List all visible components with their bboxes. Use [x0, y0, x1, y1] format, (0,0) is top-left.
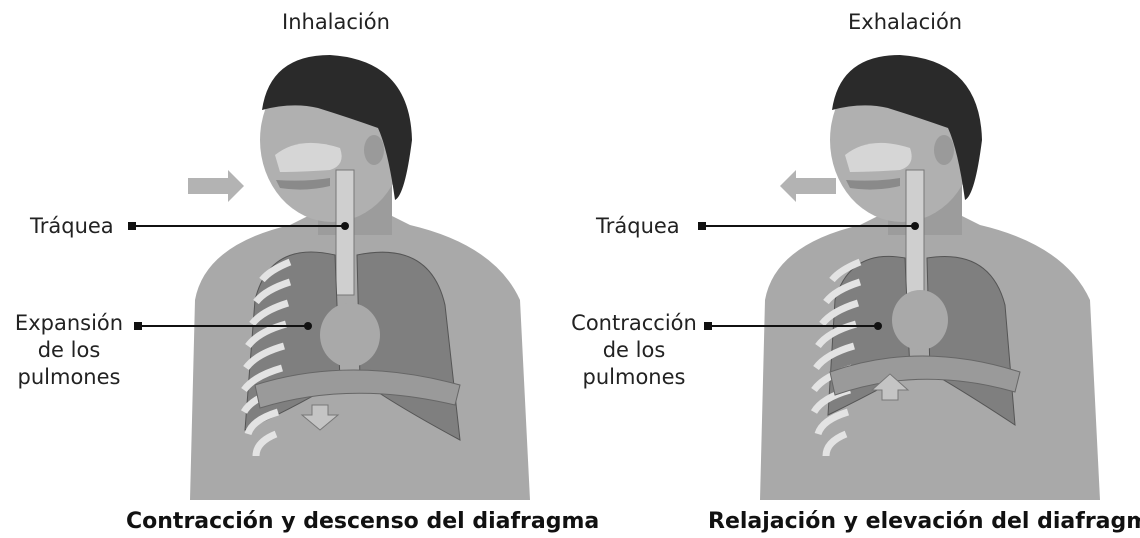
ear — [364, 135, 384, 165]
lungs-label-line3: pulmones — [570, 364, 698, 391]
panel-caption: Contracción y descenso del diafragma — [126, 509, 599, 534]
panel-title: Exhalación — [848, 10, 962, 34]
trachea-label: Tráquea — [30, 213, 114, 240]
lungs-label-line2: de los — [10, 337, 128, 364]
panel-title: Inhalación — [282, 10, 390, 34]
lungs-dot — [874, 322, 882, 330]
trachea — [906, 170, 924, 295]
heart — [892, 290, 948, 350]
trachea-label: Tráquea — [596, 213, 680, 240]
exhalation-illustration — [570, 0, 1140, 538]
heart — [320, 303, 380, 367]
trachea-dot — [341, 222, 349, 230]
panel-caption: Relajación y elevación del diafragma — [708, 509, 1140, 534]
trachea-marker — [128, 222, 136, 230]
lungs-label: Expansión de los pulmones — [10, 310, 128, 391]
airflow-arrow-in — [188, 170, 244, 202]
inhalation-panel: Inhalación Tráquea Expansión de los pulm… — [0, 0, 570, 538]
airflow-arrow-out — [780, 170, 836, 202]
exhalation-panel: Exhalación Tráquea Contracción de los pu… — [570, 0, 1140, 538]
trachea-dot — [911, 222, 919, 230]
trachea-marker — [698, 222, 706, 230]
lungs-label-line2: de los — [570, 337, 698, 364]
lungs-marker — [704, 322, 712, 330]
ear — [934, 135, 954, 165]
lungs-label-line1: Expansión — [10, 310, 128, 337]
lungs-label-line1: Contracción — [570, 310, 698, 337]
lungs-label-line3: pulmones — [10, 364, 128, 391]
inhalation-illustration — [0, 0, 570, 538]
lungs-label: Contracción de los pulmones — [570, 310, 698, 391]
lungs-marker — [134, 322, 142, 330]
trachea — [336, 170, 354, 295]
lungs-dot — [304, 322, 312, 330]
